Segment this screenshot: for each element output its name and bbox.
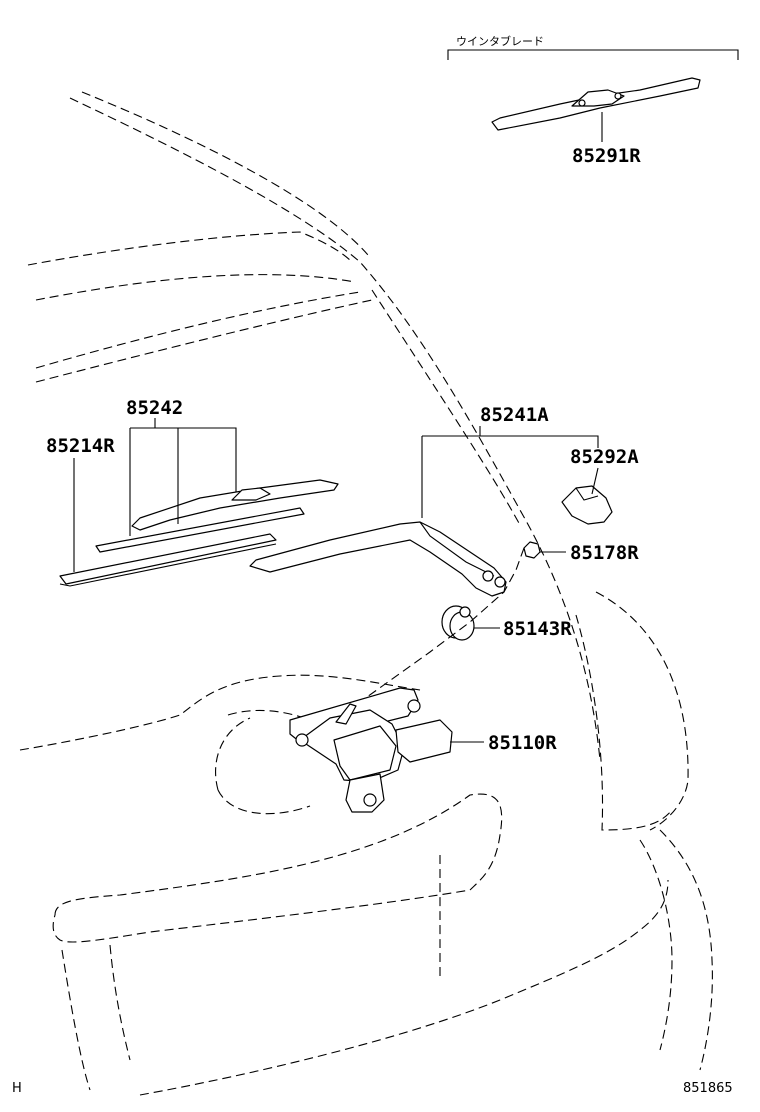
label-85241a: 85241A <box>480 404 549 426</box>
cap-85143r: 85143R <box>441 605 572 641</box>
header-bracket: ウインタブレード <box>447 34 739 60</box>
header-note: ウインタブレード <box>456 34 544 48</box>
label-85110r: 85110R <box>488 732 557 754</box>
wiper-arm-85241a: 85241A <box>249 404 599 597</box>
nut-85178r: 85178R <box>523 541 639 564</box>
footer-left-code: H <box>12 1081 22 1096</box>
label-85292a: 85292A <box>570 446 639 468</box>
wiper-blade-85291r: 85291R <box>491 77 701 167</box>
vehicle-body-outline <box>19 91 713 1096</box>
label-85291r: 85291R <box>572 145 641 167</box>
label-85242: 85242 <box>126 397 183 419</box>
wiper-motor-85110r: 85110R <box>289 687 557 813</box>
diagram-id: 851865 <box>683 1081 733 1096</box>
cap-cover-85292a: 85292A <box>561 446 639 525</box>
label-85143r: 85143R <box>503 618 572 640</box>
install-axis-line <box>345 547 525 713</box>
label-85178r: 85178R <box>570 542 639 564</box>
label-85214r: 85214R <box>46 435 115 457</box>
wiper-blade-85242: 85242 85214R <box>46 397 339 587</box>
